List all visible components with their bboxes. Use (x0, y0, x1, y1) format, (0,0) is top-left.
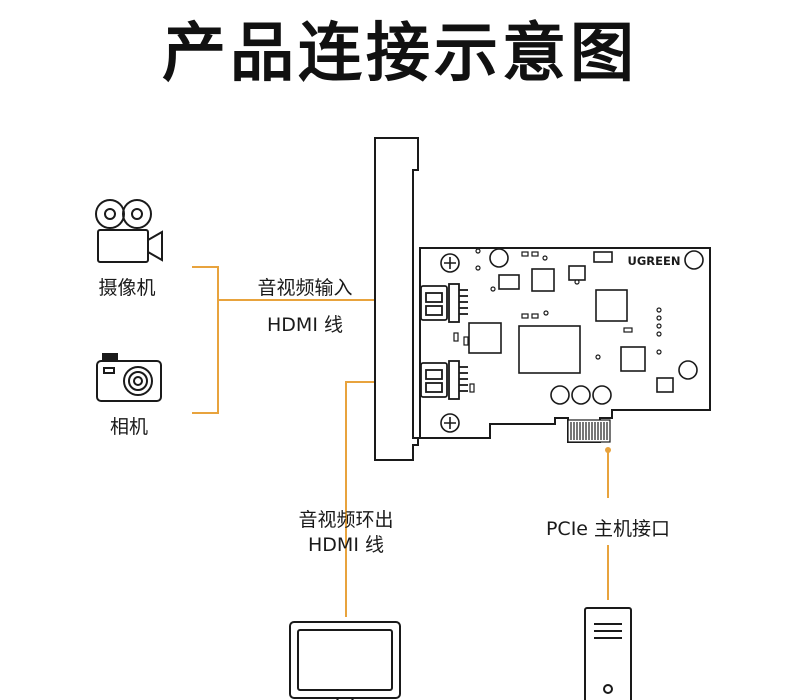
mounting-holes (440, 250, 704, 433)
pcie-dot (605, 447, 611, 453)
camera-label: 相机 (109, 416, 148, 438)
hdmi-output-port (420, 360, 468, 400)
hdmi-input-label-line2: HDMI 线 (267, 314, 343, 336)
card-bracket (374, 137, 419, 461)
card-chips (468, 251, 674, 393)
page-title: 产品连接示意图 (162, 17, 638, 91)
small-components (453, 248, 662, 393)
pcie-capture-card: UGREEN (374, 137, 711, 461)
camcorder-label: 摄像机 (98, 277, 156, 299)
camcorder-connector-line (192, 266, 219, 414)
camcorder-icon (95, 199, 163, 263)
hdmi-input-port (420, 283, 468, 323)
hdmi-output-label-line2: HDMI 线 (308, 534, 384, 556)
pcie-interface-label: PCIe 主机接口 (545, 518, 671, 540)
pcie-gold-finger (567, 419, 611, 443)
hdmi-input-label-line1: 音视频输入 (257, 277, 353, 299)
hdmi-output-label-line1: 音视频环出 (298, 509, 394, 531)
card-brand-label: UGREEN (628, 254, 681, 268)
monitor-icon (289, 621, 401, 700)
camera-icon (96, 353, 162, 402)
capacitors (489, 248, 612, 405)
pc-tower-icon (584, 607, 632, 700)
